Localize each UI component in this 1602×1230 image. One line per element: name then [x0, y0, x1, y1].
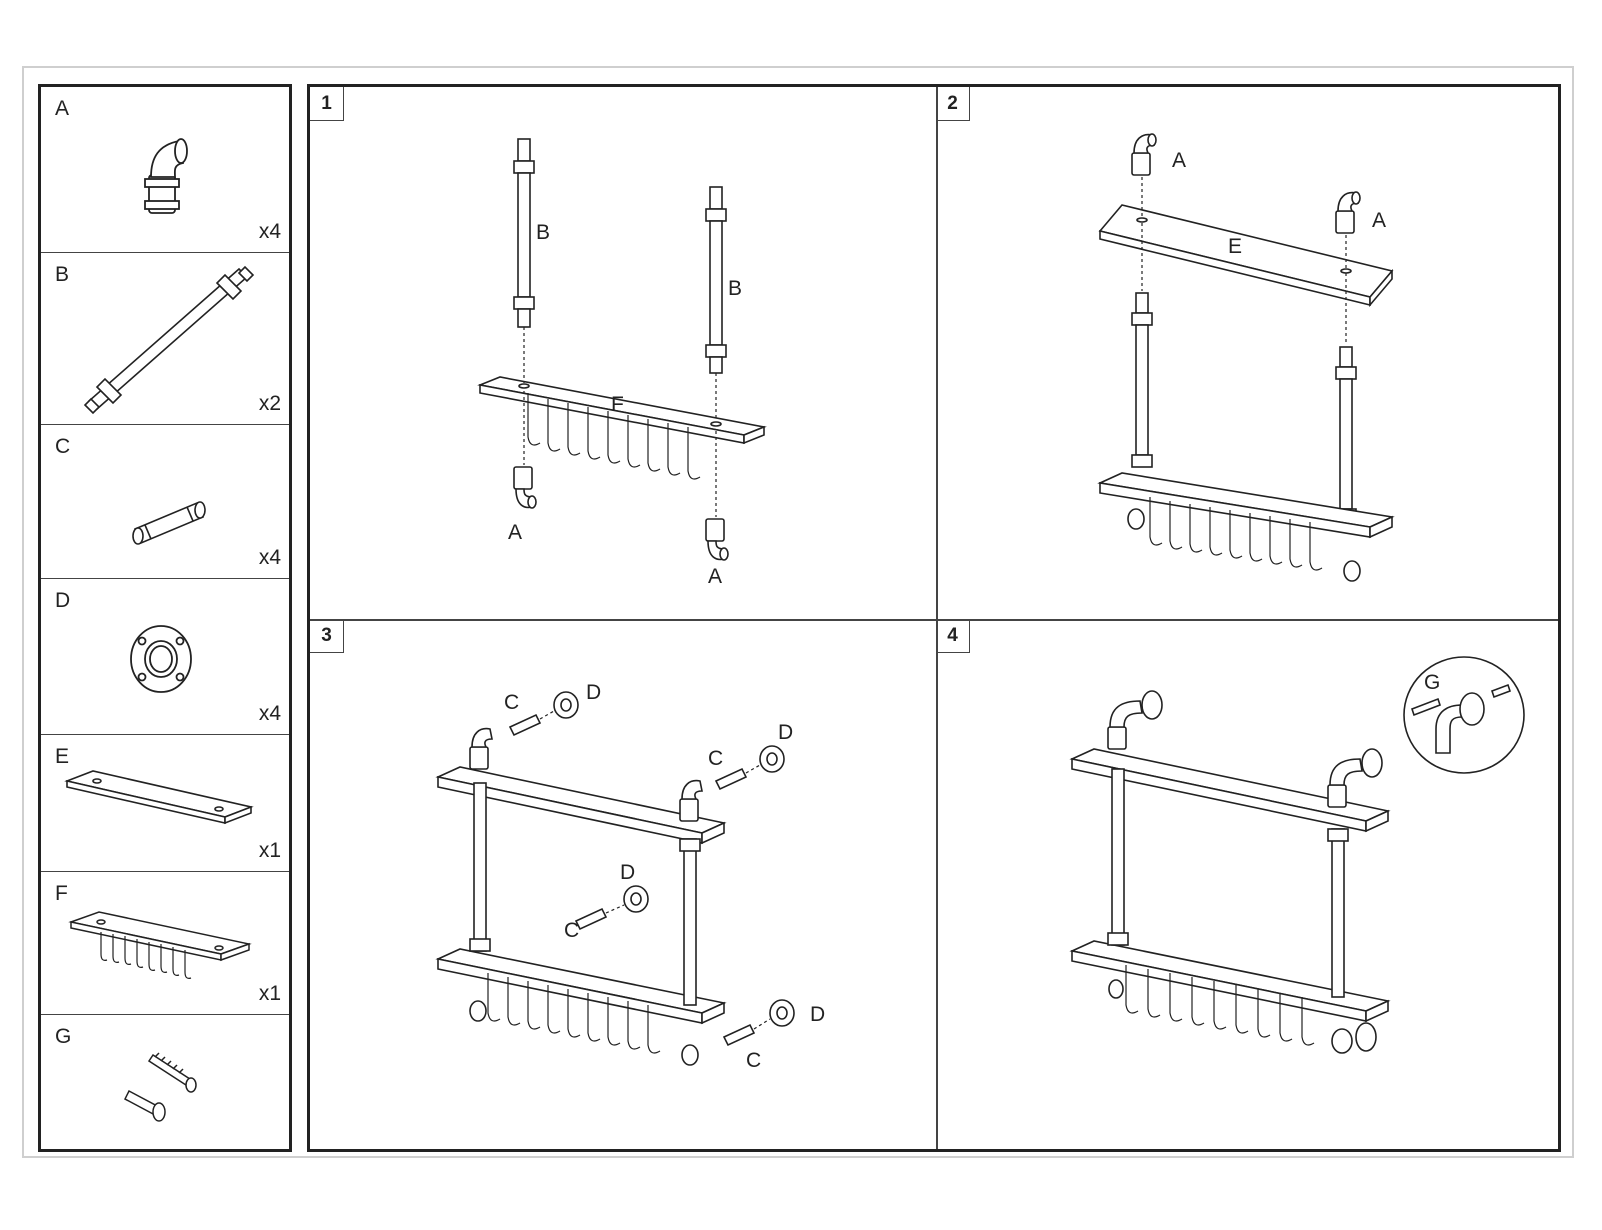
part-f: F x1 — [41, 872, 289, 1015]
label-a-left: A — [1172, 149, 1186, 172]
instruction-sheet — [22, 66, 1574, 1158]
step-number: 4 — [936, 619, 970, 653]
label-c: C — [708, 747, 723, 770]
part-quantity: x4 — [258, 702, 281, 725]
label-c: C — [504, 691, 519, 714]
step-1-illustration: B B F A A — [477, 138, 767, 588]
long-pipe-icon — [83, 265, 255, 415]
step-4-illustration: G — [1069, 656, 1525, 1054]
label-a-right: A — [708, 565, 722, 588]
part-g: G — [41, 1015, 289, 1149]
part-quantity: x1 — [258, 839, 281, 862]
label-e: E — [1228, 235, 1242, 258]
label-d: D — [620, 861, 635, 884]
part-letter: E — [55, 745, 70, 768]
part-a: A x4 — [41, 87, 289, 253]
part-quantity: x4 — [258, 546, 281, 569]
label-c: C — [746, 1049, 761, 1072]
step-3-illustration: C D C D C D C D — [435, 681, 825, 1072]
part-c: C x4 — [41, 425, 289, 579]
label-b-left: B — [536, 221, 550, 244]
label-d: D — [778, 721, 793, 744]
step-4: 4 — [936, 619, 1558, 1149]
part-letter: F — [55, 882, 68, 905]
part-letter: A — [55, 97, 70, 120]
step-2: 2 — [936, 87, 1558, 619]
part-letter: B — [55, 263, 70, 286]
label-g: G — [1424, 671, 1440, 694]
step-number: 1 — [310, 87, 344, 121]
label-d: D — [586, 681, 601, 704]
part-b: B x2 — [41, 253, 289, 425]
part-quantity: x4 — [258, 220, 281, 243]
label-a-right: A — [1372, 209, 1386, 232]
shelf-board-icon — [64, 770, 254, 825]
part-quantity: x2 — [258, 392, 281, 415]
step-number: 2 — [936, 87, 970, 121]
label-c: C — [564, 919, 579, 942]
part-letter: C — [55, 435, 71, 458]
part-quantity: x1 — [258, 982, 281, 1005]
step-3: 3 — [310, 619, 936, 1149]
vertical-divider — [936, 87, 938, 1149]
part-letter: D — [55, 589, 71, 612]
label-b-right: B — [728, 277, 742, 300]
step-1: 1 — [310, 87, 936, 619]
assembly-steps: 1 — [307, 84, 1561, 1152]
floor-flange-icon — [130, 625, 192, 693]
horizontal-divider — [310, 619, 1558, 621]
screw-anchor-icon — [124, 1052, 197, 1122]
step-number: 3 — [310, 619, 344, 653]
hook-shelf-icon — [68, 911, 252, 979]
label-d: D — [810, 1003, 825, 1026]
step-2-illustration: A A E — [1097, 133, 1395, 582]
label-a-left: A — [508, 521, 522, 544]
elbow-icon — [144, 138, 188, 214]
parts-list: A x4 B x2 C x4 — [38, 84, 292, 1152]
part-d: D x4 — [41, 579, 289, 735]
part-letter: G — [55, 1025, 72, 1048]
short-pipe-icon — [132, 501, 206, 545]
part-e: E x1 — [41, 735, 289, 872]
label-f: F — [611, 393, 624, 416]
